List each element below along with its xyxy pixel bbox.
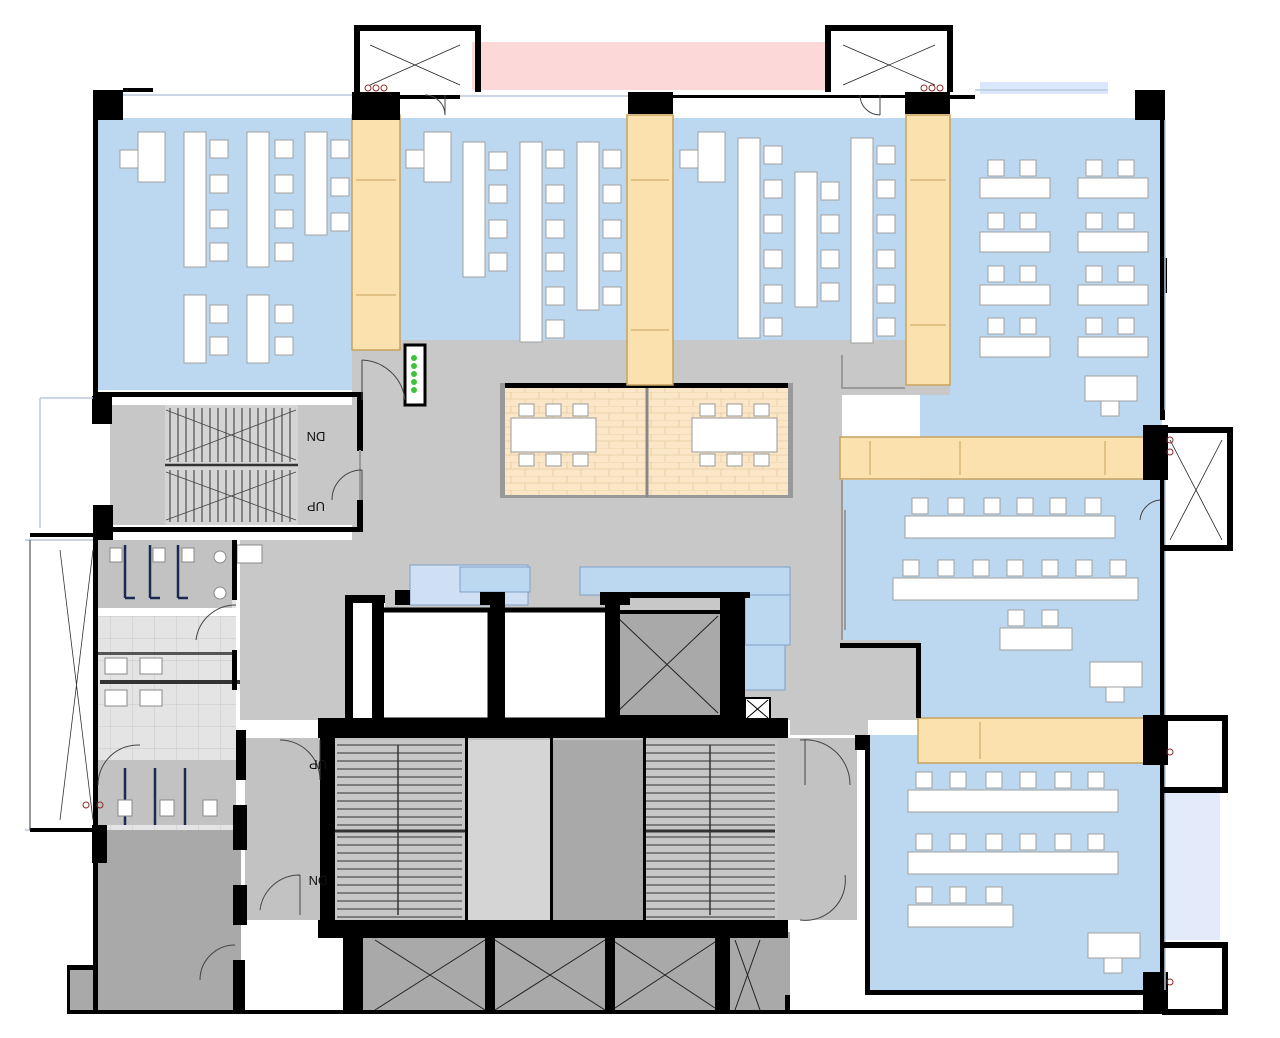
walls: [67, 88, 1177, 1014]
partitions: [359, 355, 905, 640]
desks-north: [119, 131, 896, 364]
shafts-north: [29, 25, 1233, 1015]
stair-core-up-label: UP: [309, 757, 327, 772]
outlet-symbols: [82, 84, 1174, 986]
stair-west-dn-label: DN: [307, 429, 326, 444]
plants: [411, 355, 417, 393]
meeting-table: [510, 417, 597, 453]
desks-east: [892, 159, 1149, 974]
meeting-room: [500, 383, 793, 498]
storage-cabinets: [351, 114, 1147, 764]
balcony: [472, 42, 830, 90]
stair-core-dn-label: DN: [309, 873, 328, 888]
restrooms: [96, 540, 263, 830]
stair-west-up-label: UP: [307, 499, 325, 514]
doors: [97, 94, 1161, 981]
shafts-south: [348, 932, 790, 1012]
meeting-table: [691, 417, 778, 453]
stair-west: [110, 405, 360, 525]
